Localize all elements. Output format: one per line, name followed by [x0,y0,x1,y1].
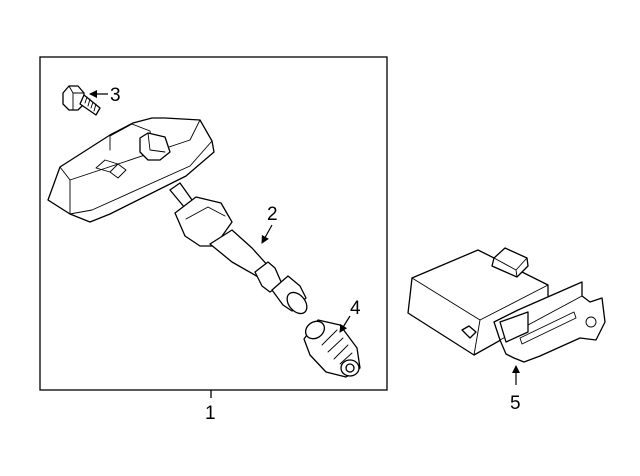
callout-1: 1 [205,403,216,424]
callout-2: 2 [267,204,278,225]
valve-cap [303,319,361,378]
callout-3: 3 [110,85,121,106]
sensor-housing [47,117,215,223]
cap-leader [339,315,351,333]
sensor-leader [261,224,273,244]
valve-stem [169,182,308,315]
callout-5: 5 [510,393,521,414]
control-module [407,247,606,363]
callout-4: 4 [350,298,361,319]
screw-part [62,85,101,116]
assembly-frame [39,56,388,391]
